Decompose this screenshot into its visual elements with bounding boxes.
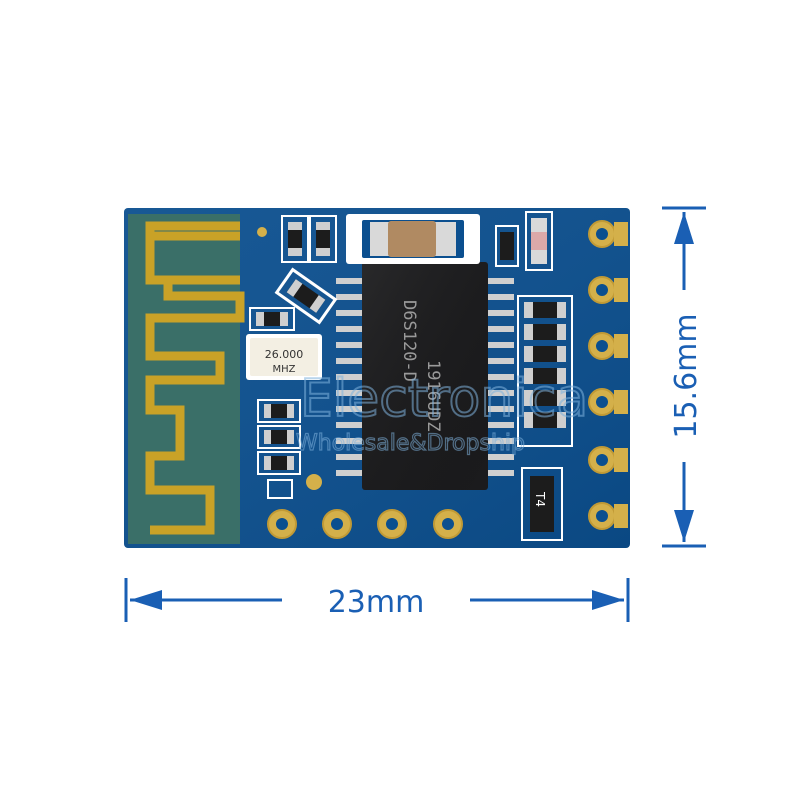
edge-pads-right [588, 220, 628, 530]
height-label: 15.6mm [669, 313, 704, 438]
watermark-tagline: Wholesale&Dropship [296, 431, 525, 456]
crystal-oscillator: 26.000 MHZ [246, 334, 322, 380]
tantalum-capacitor [346, 214, 480, 264]
height-dimension: 15.6mm [662, 206, 706, 548]
chip-marking-line1: D6S120-D [399, 300, 419, 382]
crystal-frequency: 26.000 [265, 348, 304, 361]
watermark: Electronica Wholesale&Dropship [295, 368, 589, 457]
arrow-right-icon [592, 590, 624, 610]
t4-silkscreen: T4 [533, 491, 547, 507]
bluetooth-module-board: D6S120-D 1916UDZ 26.000 MHZ [124, 208, 630, 548]
watermark-brand: Electronica [300, 369, 588, 429]
width-label: 23mm [328, 585, 425, 620]
arrow-down-icon [674, 510, 694, 542]
crystal-unit: MHZ [273, 364, 296, 375]
bluetooth-chip: D6S120-D 1916UDZ [336, 262, 514, 490]
smd-components: T4 [249, 211, 573, 541]
edge-pads-bottom [267, 509, 463, 539]
arrow-left-icon [130, 590, 162, 610]
width-dimension: 23mm [124, 578, 630, 622]
pcb-antenna-trace [145, 231, 245, 535]
arrow-up-icon [674, 212, 694, 244]
chip-marking-line2: 1916UDZ [423, 360, 443, 432]
